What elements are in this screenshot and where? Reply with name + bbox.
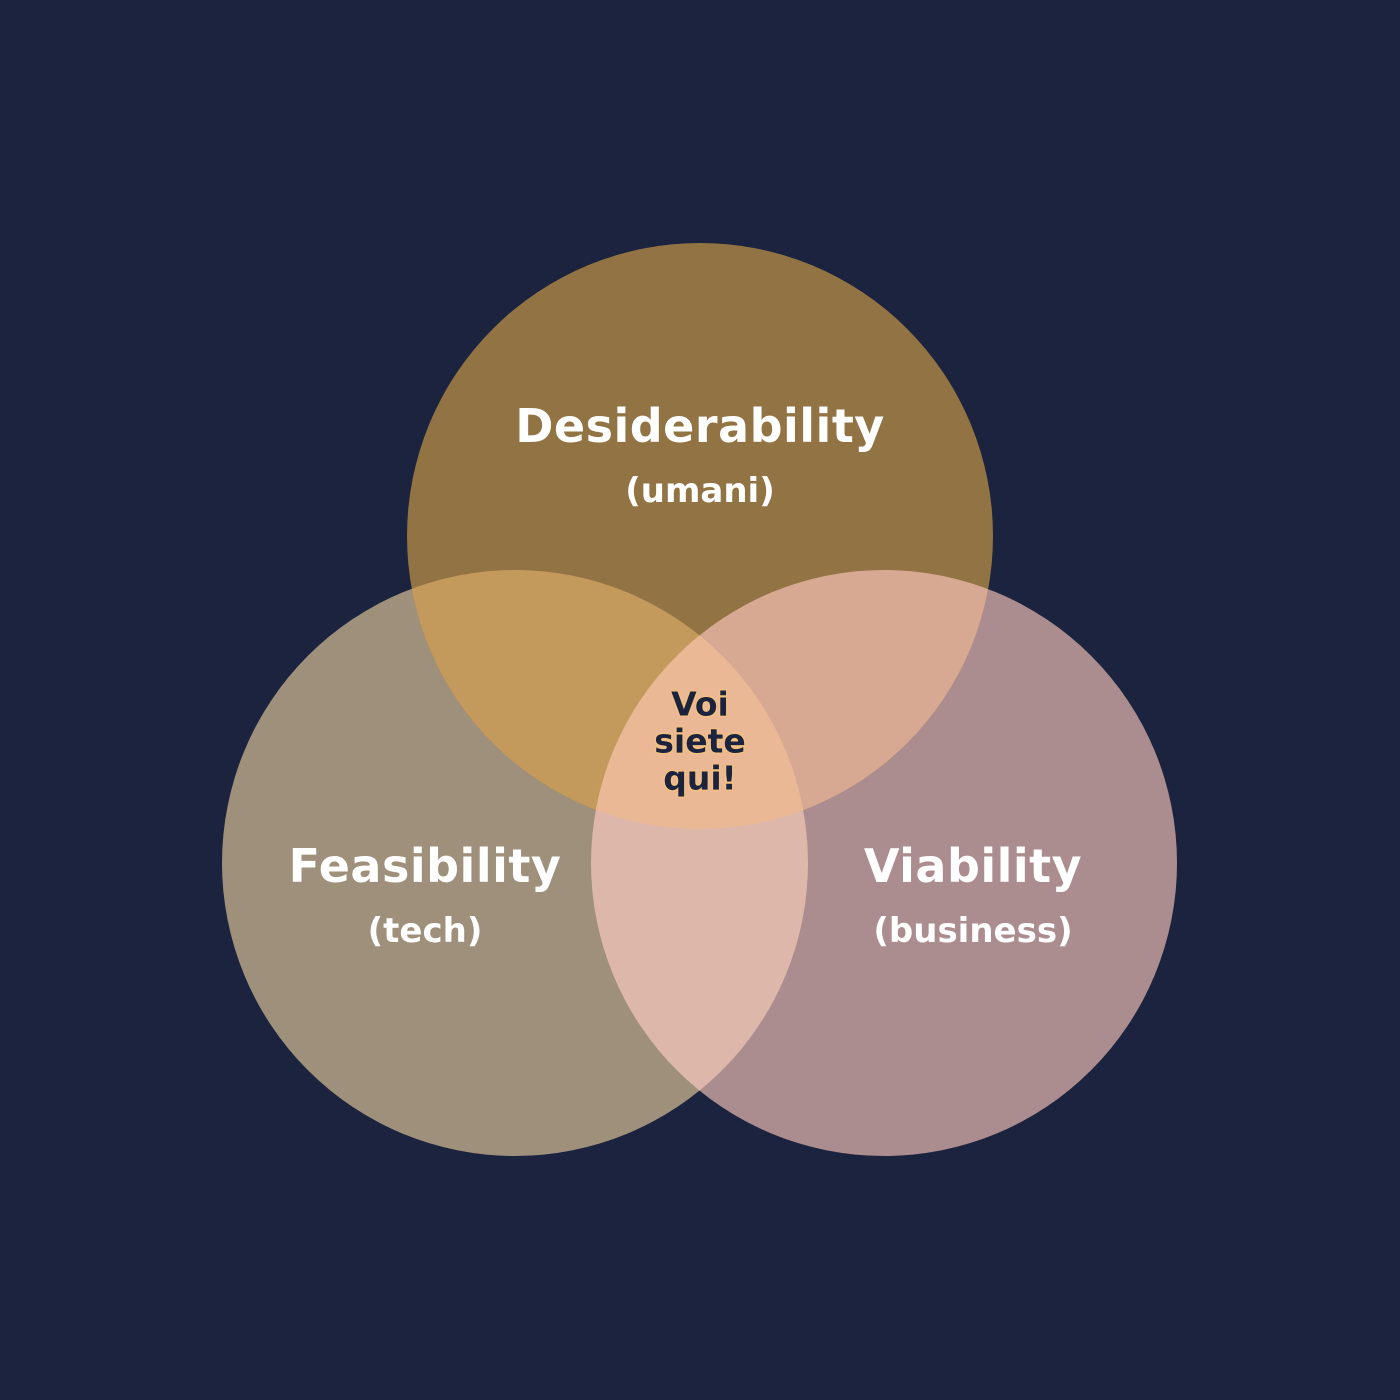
- center-label: Voi siete qui!: [654, 686, 746, 797]
- feasibility-subtitle: (tech): [367, 911, 483, 951]
- center-line-3: qui!: [663, 758, 737, 798]
- desirability-title: Desiderability: [515, 399, 885, 453]
- desirability-label: Desiderability (umani): [515, 399, 885, 511]
- center-line-2: siete: [654, 721, 746, 761]
- feasibility-label: Feasibility (tech): [289, 839, 562, 951]
- desirability-subtitle: (umani): [625, 471, 775, 511]
- overlap-center: [591, 570, 808, 829]
- viability-subtitle: (business): [873, 911, 1073, 951]
- center-line-1: Voi: [671, 684, 729, 724]
- viability-title: Viability: [863, 839, 1083, 893]
- viability-label: Viability (business): [864, 839, 1082, 951]
- feasibility-title: Feasibility: [288, 839, 562, 893]
